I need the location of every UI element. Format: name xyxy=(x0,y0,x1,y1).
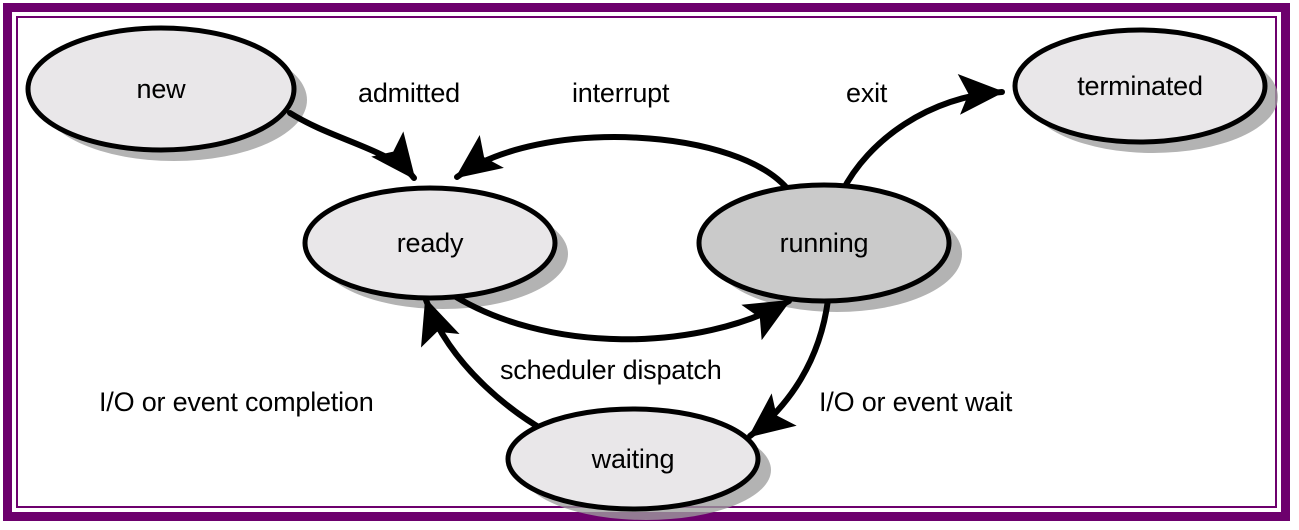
edge-interrupt xyxy=(454,134,793,195)
transition-label-io-or-event-completion: I/O or event completion xyxy=(99,387,374,417)
edge-scheduler-dispatch xyxy=(445,289,792,343)
edge-group xyxy=(287,74,1005,454)
state-label-ready: ready xyxy=(396,228,464,258)
transition-label-admitted: admitted xyxy=(358,78,460,108)
transition-label-interrupt: interrupt xyxy=(572,78,670,108)
state-node-running[interactable] xyxy=(696,182,952,304)
transition-label-scheduler-dispatch: scheduler dispatch xyxy=(500,355,722,385)
state-label-waiting: waiting xyxy=(591,444,675,474)
state-node-terminated[interactable] xyxy=(1012,27,1268,145)
node-group xyxy=(25,25,1268,512)
state-label-running: running xyxy=(779,228,869,258)
state-node-ready[interactable] xyxy=(302,185,558,301)
state-label-terminated: terminated xyxy=(1077,71,1203,101)
state-node-waiting[interactable] xyxy=(505,406,761,512)
edge-exit xyxy=(839,74,1005,195)
transition-label-io-or-event-wait: I/O or event wait xyxy=(819,387,1013,417)
state-node-new[interactable] xyxy=(25,25,297,153)
edge-admitted xyxy=(287,110,417,181)
edge-io-or-event-wait xyxy=(747,297,831,439)
transition-label-exit: exit xyxy=(846,78,888,108)
state-label-new: new xyxy=(136,74,186,104)
